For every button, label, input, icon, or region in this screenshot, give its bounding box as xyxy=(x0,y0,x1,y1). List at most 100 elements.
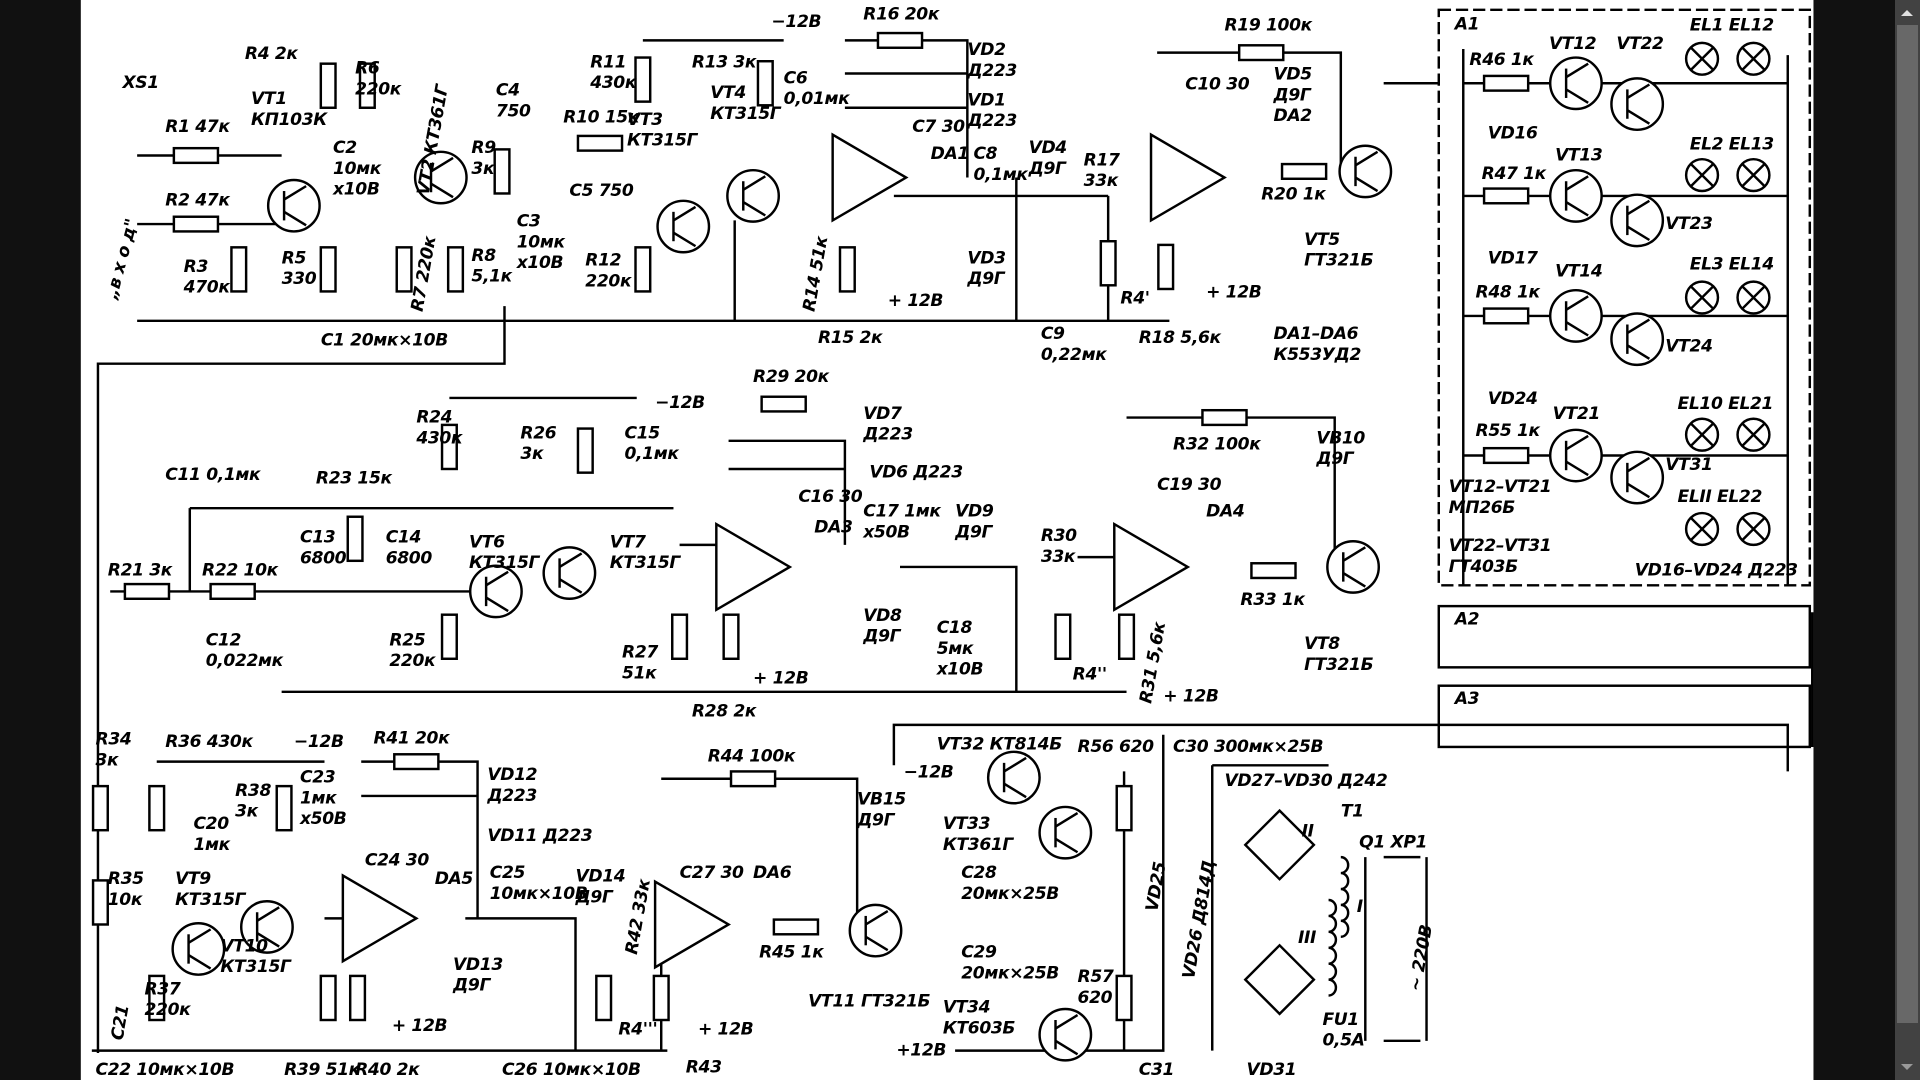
wire xyxy=(465,917,577,1051)
vertical-scrollbar[interactable] xyxy=(1895,0,1920,1080)
scroll-down-arrow-icon[interactable] xyxy=(1901,1064,1913,1070)
resistor xyxy=(756,60,774,107)
scrollbar-thumb[interactable] xyxy=(1897,25,1918,1023)
label-vd16: VD16 xyxy=(1488,123,1538,143)
transistor-collector xyxy=(1565,295,1589,311)
transistor-collector xyxy=(187,928,212,944)
transistor-collector xyxy=(1342,546,1366,562)
label-r46-1: R46 1к xyxy=(1469,50,1534,70)
label-c31: C31 xyxy=(1139,1060,1174,1080)
label-c1-20-10: C1 20мк×10В xyxy=(321,330,448,350)
lamp-cross xyxy=(1741,285,1766,310)
lamp-cross xyxy=(1690,517,1714,541)
resistor xyxy=(1099,240,1117,287)
label-vd24: VD24 xyxy=(1488,389,1538,409)
resistor xyxy=(493,148,511,195)
resistor xyxy=(634,56,652,103)
label-r23-15: R23 15к xyxy=(316,469,393,489)
resistor xyxy=(395,246,413,293)
transistor-collector xyxy=(1626,456,1651,473)
transistor-collector xyxy=(485,570,509,587)
transistor xyxy=(1610,77,1665,132)
transistor xyxy=(1548,428,1603,483)
transistor xyxy=(1548,168,1603,223)
transistor-collector xyxy=(742,175,766,191)
transistor xyxy=(1610,450,1665,505)
resistor xyxy=(1157,243,1175,291)
transistor xyxy=(1610,193,1665,248)
resistor xyxy=(446,246,465,293)
transistor-collector xyxy=(1565,62,1589,79)
label-r13-3: R13 3к xyxy=(692,52,757,72)
resistor xyxy=(123,582,171,600)
wires xyxy=(91,8,1814,1054)
resistor xyxy=(576,427,594,474)
transistor-emitter xyxy=(1054,837,1079,854)
label-12: + 12В xyxy=(888,291,943,311)
wire xyxy=(1157,51,1343,172)
label-c7-30: C7 30 xyxy=(912,117,965,137)
label-12: + 12В xyxy=(1206,283,1261,303)
transistor-collector xyxy=(672,205,697,222)
resistor xyxy=(772,918,820,936)
label-12: −12В xyxy=(655,393,705,413)
transistor-collector xyxy=(1626,199,1651,216)
resistor xyxy=(172,215,220,233)
resistor xyxy=(1115,974,1133,1022)
transistor-collector xyxy=(1565,434,1589,451)
wire xyxy=(661,777,859,927)
label-c5-750: C5 750 xyxy=(569,181,633,201)
label-vt31: VT31 xyxy=(1665,455,1712,475)
lamp-cross xyxy=(1690,285,1714,310)
label-r10-15: R10 15к xyxy=(563,107,640,127)
resistor xyxy=(634,246,652,293)
label-da4: DA4 xyxy=(1206,502,1244,522)
transistor-emitter xyxy=(283,210,307,227)
label-elii-el22: ELII EL22 xyxy=(1678,487,1762,507)
label-r55-1: R55 1к xyxy=(1476,421,1541,441)
transistor xyxy=(726,168,780,223)
scroll-up-arrow-icon[interactable] xyxy=(1901,10,1913,16)
wire xyxy=(955,734,1165,1052)
resistor xyxy=(1201,408,1248,427)
transistor xyxy=(542,546,597,600)
op-amp xyxy=(653,879,732,970)
label-vt21: VT21 xyxy=(1553,404,1600,424)
label-r4: R4''' xyxy=(618,1020,657,1040)
transistor-collector xyxy=(1626,83,1651,100)
resistor xyxy=(230,246,248,293)
transistor-collector xyxy=(283,185,307,201)
label-c16-30: C16 30 xyxy=(798,487,862,507)
label-r16-20: R16 20к xyxy=(863,5,940,25)
label-t1: T1 xyxy=(1341,802,1364,822)
label-a2: A2 xyxy=(1453,609,1479,629)
resistor xyxy=(671,613,689,661)
label-r21-3: R21 3к xyxy=(108,561,173,581)
transistor-collector xyxy=(865,909,889,926)
transistor xyxy=(1548,288,1603,343)
label-vt11-321: VT11 ГТ321Б xyxy=(808,992,930,1012)
label-r56-620: R56 620 xyxy=(1078,737,1155,757)
transistor-collector xyxy=(256,906,280,922)
resistor xyxy=(760,395,807,413)
transistor-emitter xyxy=(1565,200,1589,217)
